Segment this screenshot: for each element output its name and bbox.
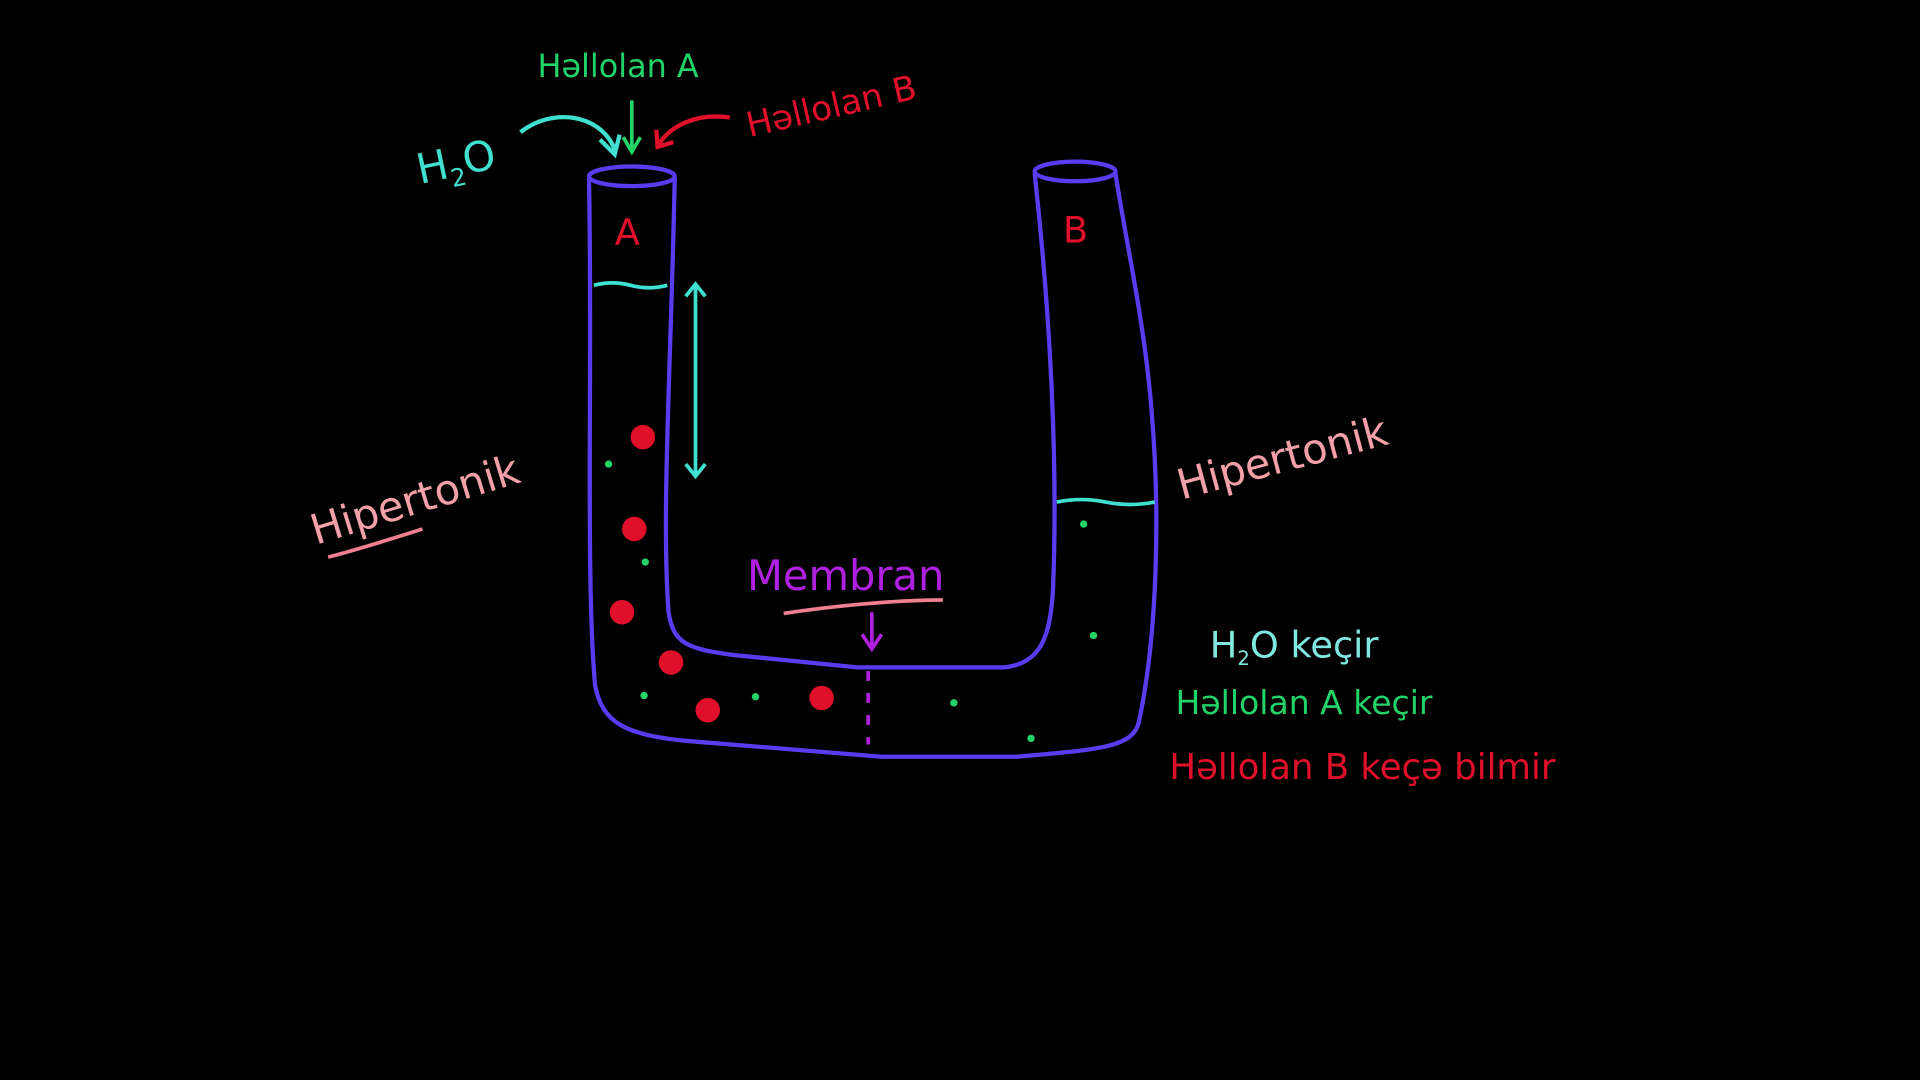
hypertonic-underline <box>327 527 424 559</box>
membrane <box>860 612 884 745</box>
side-a-label: A <box>615 211 640 254</box>
side-b-label: B <box>1063 208 1088 251</box>
membrane-label: Membran <box>747 551 945 600</box>
legend-solute-b: Həllolan B keçə bilmir <box>1169 747 1556 788</box>
legend: H2O keçir Həllolan A keçir Həllolan B ke… <box>1169 624 1556 788</box>
solute-a-label: Həllolan A <box>538 47 699 85</box>
solute-b-particles <box>609 424 834 723</box>
solute-b-arrow <box>654 114 731 150</box>
legend-solute-a: Həllolan A keçir <box>1176 683 1433 722</box>
legend-water: H2O keçir <box>1210 624 1380 670</box>
water-arrow <box>519 114 622 159</box>
solute-a-particles <box>604 460 1098 743</box>
u-tube <box>586 159 1159 759</box>
water-levels <box>593 281 1156 507</box>
membrane-underline <box>783 598 943 616</box>
solute-a-arrow <box>621 100 642 156</box>
